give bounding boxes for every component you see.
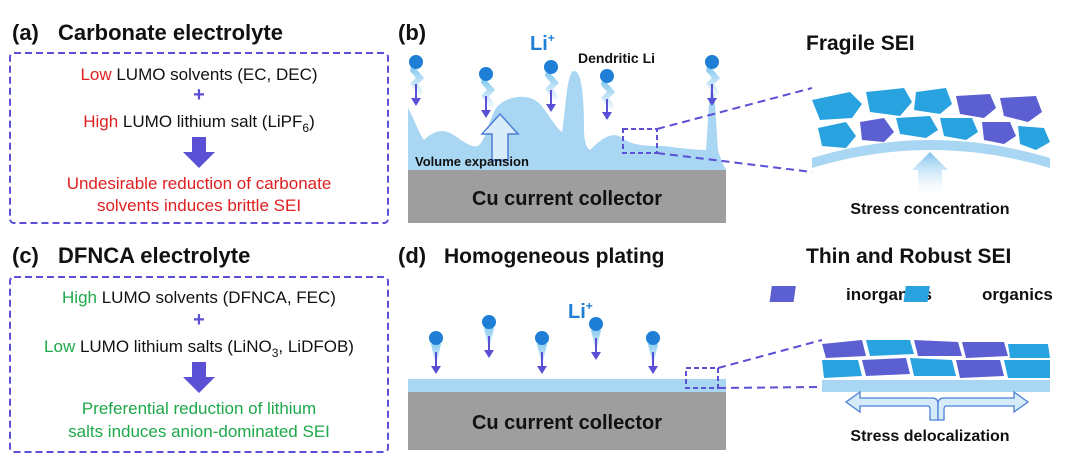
panel-b-dendrite-label: Dendritic Li (578, 50, 655, 66)
li-ion (544, 60, 560, 112)
robust-sei-particles (822, 340, 1050, 378)
panel-a-line2-close: ) (309, 112, 315, 131)
fragile-sei-substrate (812, 140, 1050, 168)
panel-a: (a) Carbonate electrolyte Low LUMO solve… (9, 20, 389, 224)
panel-c-line2-rest: LUMO lithium salts (LiNO (75, 337, 271, 356)
li-ion (535, 331, 549, 374)
panel-a-title: Carbonate electrolyte (58, 20, 283, 45)
panel-c-line2-highlight: Low (44, 337, 76, 356)
legend-inorganic-swatch (769, 286, 796, 302)
panel-c-line1: High LUMO solvents (DFNCA, FEC) (62, 288, 336, 307)
sei-organic-particle (1008, 344, 1050, 358)
volume-expansion-arrow (480, 112, 520, 161)
panel-c-plus: + (193, 309, 205, 331)
robust-sei-substrate (822, 380, 1050, 392)
panel-a-line1-rest: LUMO solvents (EC, DEC) (112, 65, 318, 84)
panel-b-zoom-line-top (656, 87, 813, 130)
panel-c-line1-rest: LUMO solvents (DFNCA, FEC) (97, 288, 336, 307)
sei-inorganic-particle (956, 94, 996, 118)
panel-a-plus: + (193, 84, 205, 106)
sei-inorganic-particle (862, 358, 910, 376)
panel-a-line2-rest: LUMO lithium salt (LiPF (118, 112, 302, 131)
legend-organic-label: organics (982, 285, 1053, 304)
panel-c-line1-highlight: High (62, 288, 97, 307)
panel-b-zoom-box (622, 128, 658, 154)
panel-c-line2: Low LUMO lithium salts (LiNO3, LiDFOB) (44, 337, 354, 360)
panel-d-stress-label: Stress delocalization (850, 428, 1009, 445)
panel-b: (b) Li+ Dendritic Li Volume expansion Cu… (398, 20, 1050, 223)
li-ion (429, 331, 443, 374)
panel-a-line2-sub: 6 (302, 121, 309, 135)
panel-b-tag: (b) (398, 20, 426, 45)
sei-organic-particle (1004, 360, 1050, 378)
sei-organic-particle (818, 122, 856, 148)
sei-organic-particle (910, 358, 956, 376)
panel-b-volume-label: Volume expansion (415, 154, 529, 169)
panel-a-box (9, 52, 389, 224)
panel-b-zoom-line-bottom (656, 152, 813, 173)
panel-c-title: DFNCA electrolyte (58, 243, 250, 268)
panel-a-line2-highlight: High (83, 112, 118, 131)
fragile-sei-particles (812, 88, 1050, 150)
li-ion (600, 69, 616, 120)
li-ion (646, 331, 660, 374)
dendritic-li-deposit (408, 71, 726, 170)
panel-c: (c) DFNCA electrolyte High LUMO solvents… (9, 243, 389, 453)
sei-inorganic-particle (956, 360, 1004, 378)
li-ion (479, 67, 496, 118)
panel-d-sei-title: Thin and Robust SEI (806, 245, 1011, 268)
stress-delocalization-arrow (844, 390, 1030, 421)
sei-organic-particle (1018, 126, 1050, 150)
panel-a-down-arrow (183, 137, 215, 168)
sei-organic-particle (896, 116, 938, 138)
panel-b-sei-title: Fragile SEI (806, 32, 915, 55)
li-ion (589, 317, 603, 360)
sei-inorganic-particle (822, 340, 866, 358)
panel-a-line2: High LUMO lithium salt (LiPF6) (83, 112, 315, 135)
panel-d-li-label: Li+ (568, 299, 593, 323)
panel-d-title: Homogeneous plating (444, 245, 665, 268)
panel-c-line2-sub: 3 (272, 346, 279, 360)
panel-c-down-arrow (183, 362, 215, 393)
li-ion (705, 55, 721, 106)
panel-a-line1-highlight: Low (80, 65, 112, 84)
sei-inorganic-particle (962, 342, 1008, 358)
panel-b-li-label: Li+ (530, 31, 555, 55)
panel-d-zoom-line-bottom (717, 386, 823, 389)
stress-concentration-arrow (912, 152, 948, 196)
panel-a-result-line2: solvents induces brittle SEI (97, 196, 301, 215)
legend-organic-swatch (903, 286, 930, 302)
panel-a-line1: Low LUMO solvents (EC, DEC) (80, 65, 317, 84)
panel-b-stress-label: Stress concentration (850, 201, 1009, 218)
panel-c-tag: (c) (12, 243, 39, 268)
panel-a-tag: (a) (12, 20, 39, 45)
sei-organic-particle (866, 88, 912, 116)
uniform-li-layer (408, 379, 726, 392)
sei-organic-particle (812, 92, 862, 120)
sei-inorganic-particle (860, 118, 894, 142)
sei-organic-particle (822, 360, 862, 378)
panel-c-line2-close: , LiDFOB) (278, 337, 354, 356)
panel-b-cu-label: Cu current collector (472, 188, 662, 210)
li-ion (482, 315, 496, 358)
li-ion (409, 55, 425, 106)
panel-d-zoom-box (685, 367, 719, 389)
sei-organic-particle (866, 340, 914, 356)
sei-inorganic-particle (1000, 96, 1042, 122)
sei-organic-particle (914, 88, 952, 114)
sei-legend: inorganics organics (769, 285, 1053, 304)
panel-d-zoom-line-top (717, 339, 823, 369)
panel-d-cu-collector (408, 392, 726, 450)
sei-inorganic-particle (982, 122, 1016, 144)
panel-c-result-line2: salts induces anion-dominated SEI (68, 422, 330, 441)
sei-organic-particle (940, 118, 978, 140)
sei-inorganic-particle (914, 340, 962, 356)
panel-c-result-line1: Preferential reduction of lithium (82, 399, 316, 418)
panel-b-cu-collector (408, 170, 726, 223)
panel-a-result-line1: Undesirable reduction of carbonate (67, 174, 332, 193)
panel-d: (d) Homogeneous plating Li+ (398, 243, 1053, 450)
panel-d-tag: (d) (398, 243, 426, 268)
panel-d-cu-label: Cu current collector (472, 412, 662, 434)
